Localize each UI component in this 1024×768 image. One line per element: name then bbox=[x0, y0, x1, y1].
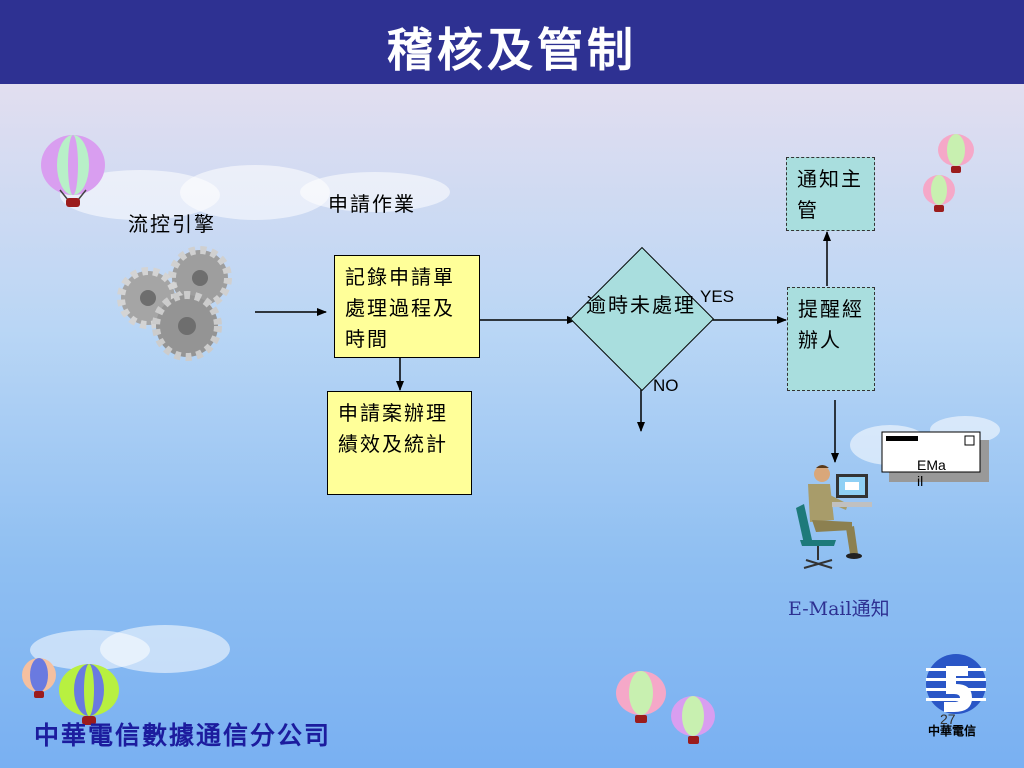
balloon-icon bbox=[938, 134, 974, 173]
slide-title: 稽核及管制 bbox=[387, 23, 637, 77]
overdue-decision-label: 逾時未處理 bbox=[586, 293, 696, 317]
email-icon-label: EMail bbox=[917, 457, 946, 489]
balloon-icon bbox=[671, 696, 715, 744]
yes-label: YES bbox=[700, 287, 735, 306]
balloon-icon bbox=[59, 664, 119, 725]
email-notice-caption: E-Mail通知 bbox=[788, 598, 890, 620]
title-bar bbox=[0, 0, 1024, 84]
flow-engine-label: 流控引擎 bbox=[128, 212, 216, 236]
person-at-computer-icon bbox=[796, 465, 872, 569]
company-logo-icon bbox=[926, 654, 986, 714]
statistics-box: 申請案辦理績效及統計 bbox=[327, 391, 472, 495]
balloon-icon bbox=[41, 135, 105, 207]
cloud bbox=[100, 625, 230, 673]
page-number: 27 bbox=[940, 711, 956, 727]
email-envelope-icon bbox=[881, 431, 989, 482]
balloon-icon bbox=[616, 671, 666, 723]
gears-icon bbox=[117, 246, 232, 361]
application-label: 申請作業 bbox=[328, 192, 416, 216]
no-label: NO bbox=[653, 376, 679, 395]
company-name: 中華電信數據通信分公司 bbox=[34, 721, 332, 750]
balloon-icon bbox=[22, 658, 56, 698]
logo-text: 中華電信 bbox=[928, 724, 977, 738]
notify-manager-box: 通知主管 bbox=[786, 157, 875, 231]
cloud bbox=[300, 172, 450, 212]
remind-clerk-box: 提醒經辦人 bbox=[787, 287, 875, 391]
record-process-box: 記錄申請單處理過程及時間 bbox=[334, 255, 480, 358]
balloon-icon bbox=[923, 175, 955, 212]
